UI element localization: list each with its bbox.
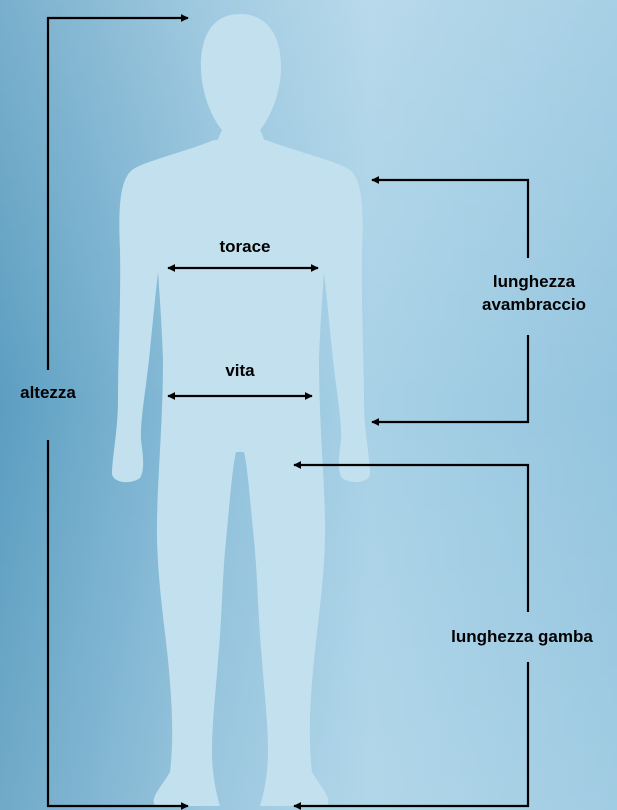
forearm-label-line2: avambraccio <box>482 295 586 314</box>
leg-label: lunghezza gamba <box>451 627 593 646</box>
height-label: altezza <box>20 383 76 402</box>
forearm-label-line1: lunghezza <box>493 272 576 291</box>
chest-label: torace <box>219 237 270 256</box>
waist-label: vita <box>225 361 255 380</box>
